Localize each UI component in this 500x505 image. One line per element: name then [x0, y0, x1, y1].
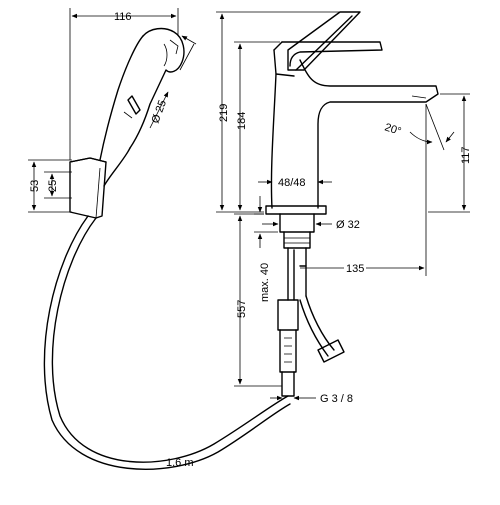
mixer-lever	[287, 11, 361, 71]
dim-holder-outer: 53	[29, 180, 41, 192]
mixer-body	[265, 41, 439, 215]
dim-spray-diameter: Ø 25	[150, 99, 169, 126]
dim-max-thickness: max. 40	[259, 263, 271, 302]
hose	[43, 215, 291, 470]
dim-holder-inner: 25	[47, 180, 59, 192]
dim-hose-drop: 557	[236, 300, 248, 318]
dimension-219: 219	[216, 11, 340, 213]
dimension-diameter-32: Ø 32	[262, 219, 360, 231]
dim-spout-reach: 135	[346, 263, 364, 275]
dimension-48-48: 48/48	[258, 177, 332, 189]
dim-hose-length: 1,6 m	[166, 457, 194, 469]
wall-holder	[69, 157, 107, 219]
dim-spout-clearance: 117	[460, 146, 472, 164]
dimension-thread: G 3 / 8	[270, 393, 353, 405]
dim-spout-height: 184	[236, 112, 248, 130]
dim-spray-width: 116	[114, 11, 132, 23]
dim-spout-angle: 20°	[383, 121, 403, 138]
dimension-116: 116	[69, 8, 179, 160]
dimension-holder: 53 25	[28, 159, 72, 213]
dim-thread: G 3 / 8	[320, 393, 353, 405]
dimension-135: 135	[300, 104, 427, 276]
hand-spray	[99, 27, 185, 187]
dimension-117: 117	[428, 93, 472, 213]
mixer-connectors	[277, 213, 345, 397]
dimension-diameter-25: Ø 25	[150, 35, 197, 129]
dim-connector-diameter: Ø 32	[336, 219, 360, 231]
dimension-angle-20: 20°	[383, 103, 455, 151]
dim-hole-spacing: 48/48	[278, 177, 306, 189]
dimension-184: 184	[234, 41, 280, 211]
dimension-557: 557	[234, 213, 282, 387]
dim-total-height: 219	[218, 104, 230, 122]
